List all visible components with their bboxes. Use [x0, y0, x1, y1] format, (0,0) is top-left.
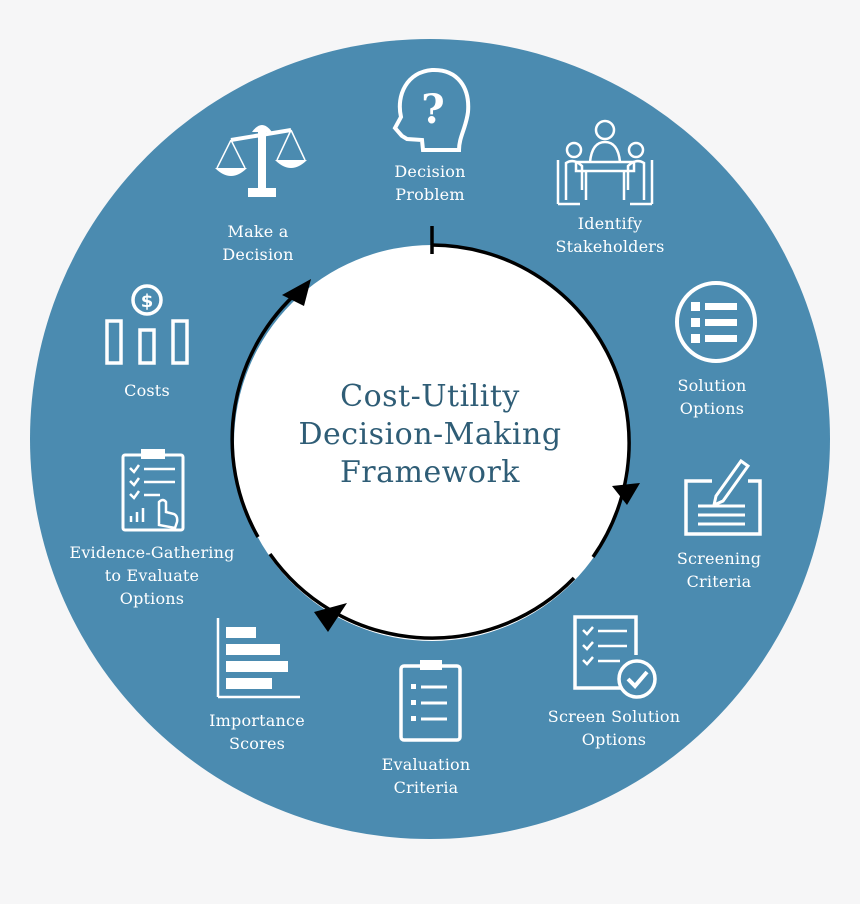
clipboard-list-icon	[399, 660, 462, 742]
list-circle-icon	[675, 281, 757, 363]
svg-text:?: ?	[421, 86, 444, 133]
diagram-title: Cost-Utility Decision-Making Framework	[298, 379, 562, 490]
bar-chart-icon	[216, 618, 300, 699]
scales-icon	[215, 125, 307, 197]
step-label-costs: Costs	[124, 381, 170, 400]
step-label-make-a-decision: Make a Decision	[222, 222, 294, 264]
arrowhead-bottom	[314, 603, 347, 632]
arrow-arc-bottom	[268, 552, 576, 640]
step-label-decision-problem: Decision Problem	[394, 162, 466, 204]
meeting-people-icon	[556, 119, 654, 206]
step-label-identify-stakeholders: Identify Stakeholders	[555, 214, 665, 256]
pencil-form-icon	[684, 458, 762, 536]
inner-disk	[234, 245, 630, 641]
step-label-evaluation-criteria: Evaluation Criteria	[381, 755, 471, 797]
checklist-check-icon	[573, 615, 657, 699]
step-label-solution-options: Solution Options	[677, 376, 747, 418]
step-label-screening-criteria: Screening Criteria	[676, 549, 762, 591]
arrowhead-right	[612, 483, 640, 505]
cycle-arrows	[230, 243, 631, 640]
arrow-arc-left	[230, 288, 302, 538]
step-label-importance-scores: Importance Scores	[209, 711, 305, 753]
svg-text:$: $	[141, 291, 154, 312]
arrow-arc-right	[431, 243, 631, 559]
arrowhead-left	[282, 279, 311, 306]
step-label-evidence-gathering: Evidence-Gathering to Evaluate Options	[69, 543, 235, 608]
step-label-screen-solution-options: Screen Solution Options	[547, 707, 681, 749]
dollar-bars-icon: $	[105, 284, 189, 365]
clipboard-hand-icon	[121, 449, 185, 532]
head-question-icon: ?	[392, 67, 471, 152]
